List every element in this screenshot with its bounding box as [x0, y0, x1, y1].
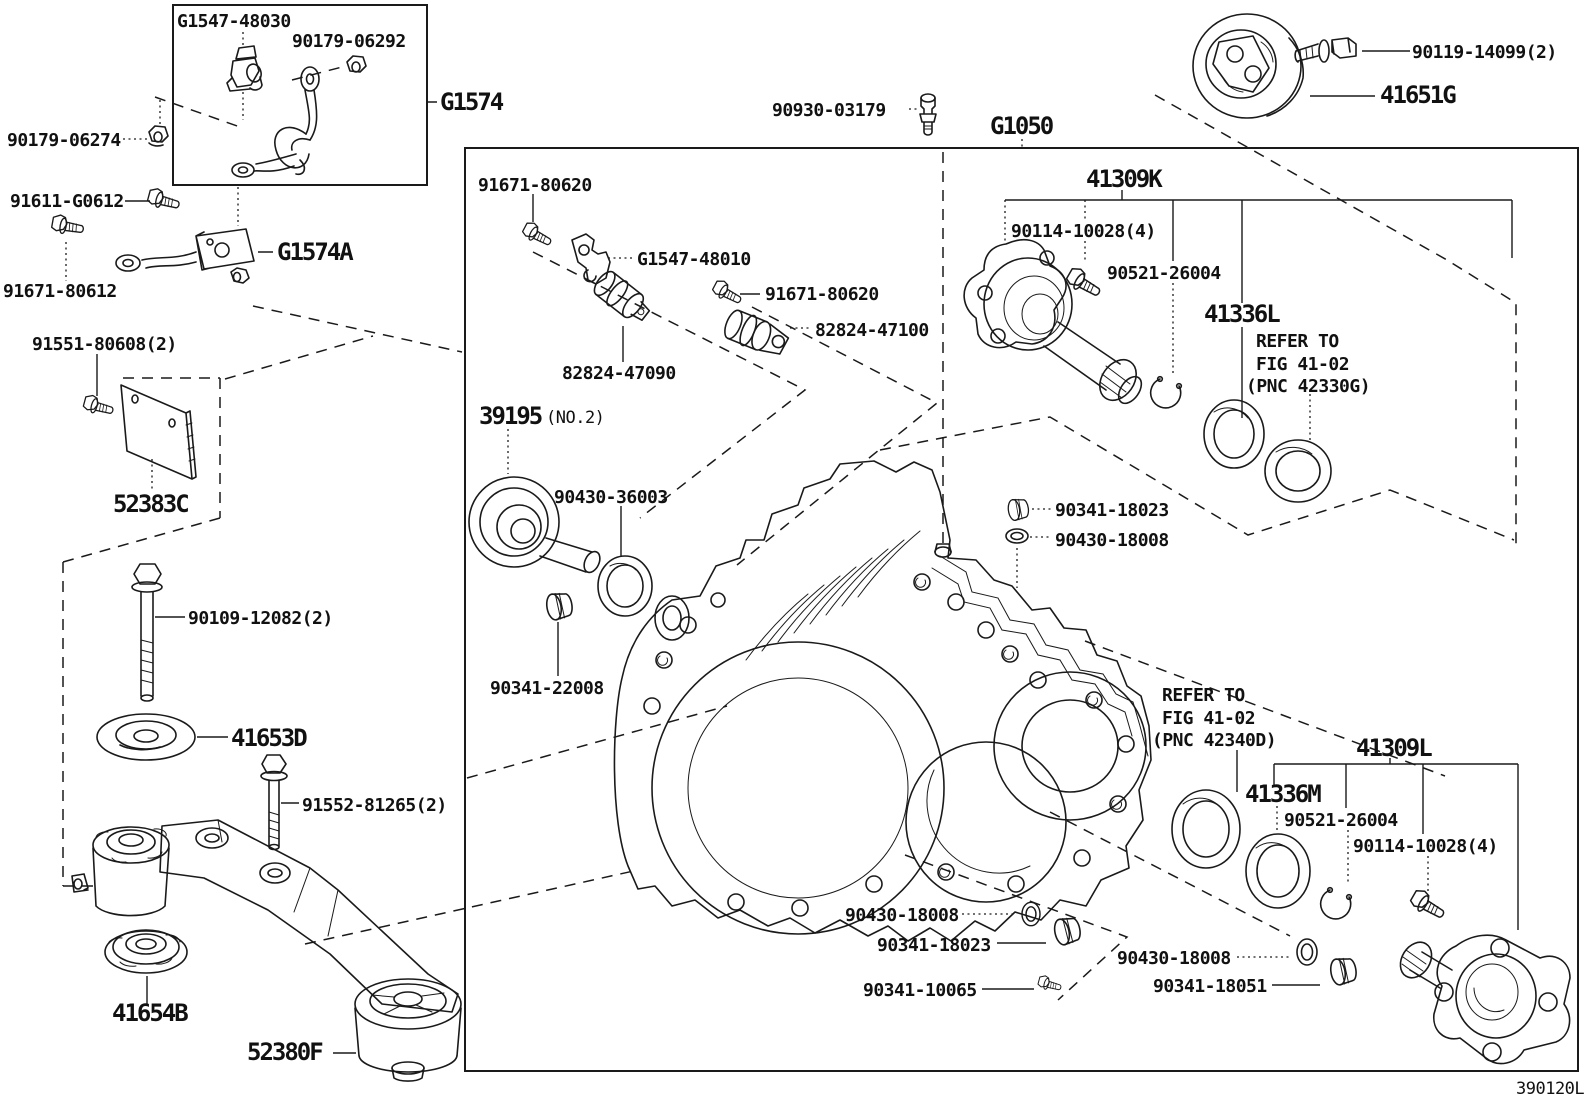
- bolt-91671-80612: [50, 213, 86, 238]
- support-52380f: [71, 819, 462, 1082]
- nut-90179-06274: [148, 125, 169, 147]
- main-box-g1050: [464, 147, 1579, 1072]
- damper-39195: [468, 476, 601, 574]
- seal-41336m: [1245, 833, 1311, 909]
- label-refer-42330g-3: (PNC 42330G): [1246, 376, 1370, 397]
- plug-90341-18023-upper: [1007, 498, 1030, 521]
- label-90341-18051: 90341-18051: [1153, 976, 1267, 997]
- label-sheet-code: 390120L: [1516, 1079, 1584, 1099]
- label-52380f: 52380F: [247, 1038, 323, 1066]
- label-41309l: 41309L: [1356, 734, 1432, 762]
- label-41653d: 41653D: [231, 724, 307, 752]
- wire-harness-g1574: [231, 66, 320, 178]
- label-refer-42330g-1: REFER TO: [1256, 331, 1339, 352]
- label-39195: 39195: [479, 402, 542, 430]
- plug-90341-18051: [1328, 955, 1359, 987]
- cushion-41654b: [104, 929, 188, 974]
- plate-52383c: [120, 384, 197, 480]
- screw-90341-10065: [1036, 974, 1064, 994]
- label-refer-42340d-2: FIG 41-02: [1162, 708, 1255, 729]
- label-91671-80620-b: 91671-80620: [765, 284, 879, 305]
- label-90430-18008-bottom-right: 90430-18008: [1117, 948, 1231, 969]
- leader-lines: [65, 32, 1410, 1054]
- bolt-91552-81265: [260, 754, 288, 851]
- label-refer-42340d-3: (PNC 42340D): [1152, 730, 1276, 751]
- label-90341-10065: 90341-10065: [863, 980, 977, 1001]
- seal-pnc-42340d: [1171, 789, 1241, 869]
- label-90341-22008: 90341-22008: [490, 678, 604, 699]
- seal-pnc-42330g: [1264, 439, 1332, 503]
- bolt-90114-10028-b: [1407, 886, 1450, 924]
- label-refer-42340d-1: REFER TO: [1162, 685, 1245, 706]
- nut-90179-06292: [346, 55, 367, 73]
- washer-41653d: [96, 713, 196, 761]
- plug-90341-18023-bottom: [1051, 914, 1084, 947]
- label-90521-26004-a: 90521-26004: [1107, 263, 1221, 284]
- label-41651g: 41651G: [1380, 81, 1456, 109]
- label-91552-81265-2: 91552-81265(2): [302, 795, 447, 816]
- label-90341-18023-bottom: 90341-18023: [877, 935, 991, 956]
- bolt-90114-10028-a: [1063, 264, 1106, 302]
- label-82824-47100: 82824-47100: [815, 320, 929, 341]
- label-41309k: 41309K: [1086, 165, 1163, 193]
- seal-41336l: [1203, 399, 1265, 469]
- label-90521-26004-b: 90521-26004: [1284, 810, 1398, 831]
- gasket-90430-18008-bottom-left: [1021, 901, 1041, 927]
- label-g1547-48030: G1547-48030: [177, 11, 291, 32]
- snap-ring-90521-26004-b: [1319, 886, 1353, 920]
- bolt-91551-80608: [81, 393, 116, 419]
- label-90341-18023-upper: 90341-18023: [1055, 500, 1169, 521]
- plug-90341-22008: [544, 590, 575, 622]
- mount-cushion-41651g: [1192, 13, 1305, 119]
- sensor-90930-03179: [919, 93, 937, 136]
- hub-flange-41309l: [1399, 934, 1571, 1065]
- transceiver-g1574a: [115, 228, 255, 284]
- sensor-82824-47090: [593, 270, 651, 321]
- label-90430-36003: 90430-36003: [554, 487, 668, 508]
- label-g1574a: G1574A: [277, 238, 354, 266]
- label-91551-80608-2: 91551-80608(2): [32, 334, 177, 355]
- label-41336l: 41336L: [1204, 300, 1280, 328]
- bracket-g1547-48010: [571, 233, 611, 285]
- label-82824-47090: 82824-47090: [562, 363, 676, 384]
- label-41336m: 41336M: [1245, 780, 1321, 808]
- label-90179-06274: 90179-06274: [7, 130, 121, 151]
- label-g1547-48010: G1547-48010: [637, 249, 751, 270]
- label-90430-18008-bottom-left: 90430-18008: [845, 905, 959, 926]
- label-refer-42330g-2: FIG 41-02: [1256, 354, 1349, 375]
- bolt-91611-g0612: [145, 186, 183, 214]
- snap-ring-90521-26004-a: [1149, 375, 1183, 409]
- bolt-91671-80620-b: [710, 277, 746, 308]
- label-91671-80612: 91671-80612: [3, 281, 117, 302]
- label-90930-03179: 90930-03179: [772, 100, 886, 121]
- seal-90430-36003: [597, 555, 653, 617]
- label-41654b: 41654B: [112, 999, 188, 1027]
- construction-lines: [62, 66, 1517, 1001]
- label-90119-14099-2: 90119-14099(2): [1412, 42, 1557, 63]
- label-91671-80620-a: 91671-80620: [478, 175, 592, 196]
- flange-shaft-41309k: [963, 238, 1143, 405]
- bolt-90119-14099: [1294, 37, 1357, 63]
- callout-brackets: [1004, 139, 1519, 930]
- sensor-82824-47100: [724, 309, 790, 355]
- label-g1050: G1050: [990, 112, 1054, 140]
- transaxle-case-g1050: [613, 460, 1152, 942]
- label-52383c: 52383C: [113, 490, 188, 518]
- label-90114-10028-4-b: 90114-10028(4): [1353, 836, 1498, 857]
- label-90179-06292: 90179-06292: [292, 31, 406, 52]
- vacuum-valve-g1547-48030: [226, 45, 263, 92]
- gasket-90430-18008-bottom-right: [1296, 938, 1318, 966]
- inset-box-g1574: [172, 4, 428, 186]
- label-90430-18008-upper: 90430-18008: [1055, 530, 1169, 551]
- label-39195-note: (NO.2): [546, 408, 604, 428]
- label-g1574: G1574: [440, 88, 504, 116]
- label-91611-g0612: 91611-G0612: [10, 191, 124, 212]
- label-90109-12082-2: 90109-12082(2): [188, 608, 333, 629]
- bolt-90109-12082: [131, 563, 163, 702]
- bolt-91671-80620-a: [520, 219, 556, 250]
- label-90114-10028-4-a: 90114-10028(4): [1011, 221, 1156, 242]
- gasket-90430-18008-upper: [1005, 528, 1029, 544]
